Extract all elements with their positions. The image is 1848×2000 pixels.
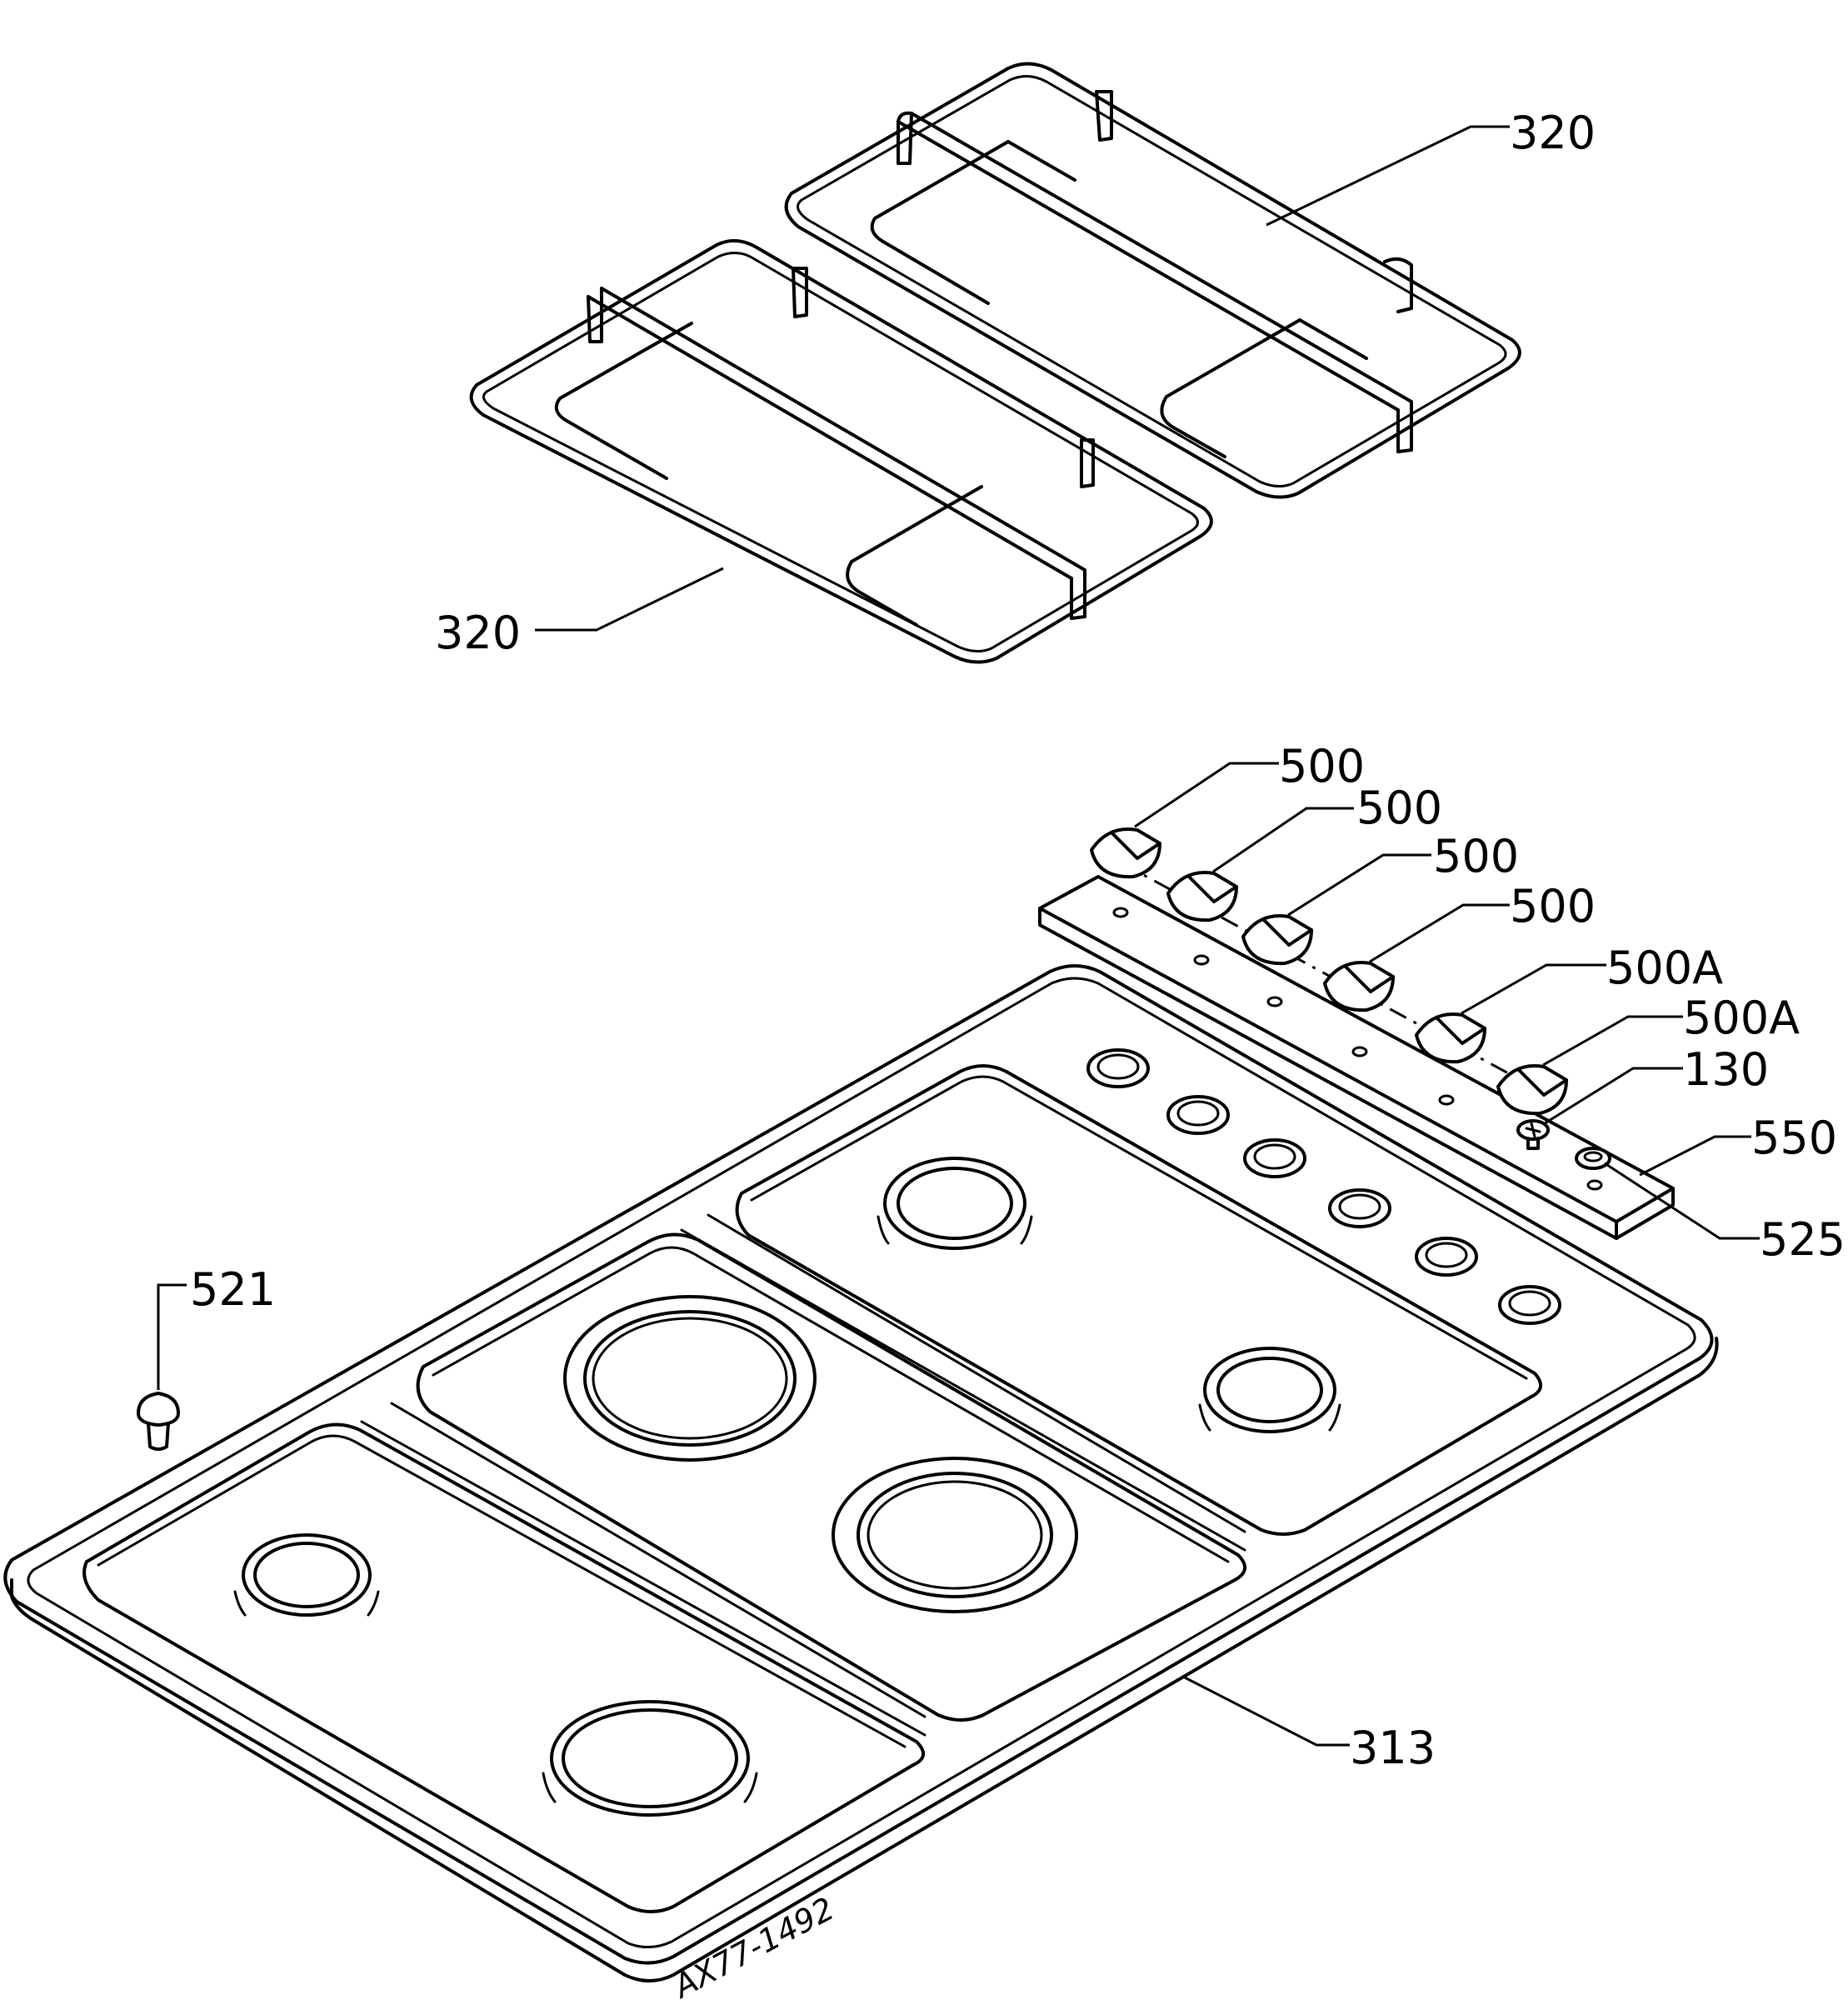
burner-centre-rear-large — [563, 1295, 817, 1462]
burner-left-rear — [233, 1533, 380, 1617]
pan-support-grid-lower — [469, 238, 1213, 664]
screw — [1516, 1119, 1550, 1150]
label-500-knob-1: 500 — [1279, 740, 1365, 792]
control-knob-1 — [1090, 828, 1161, 879]
label-500-knob-3: 500 — [1433, 830, 1519, 882]
label-500a-knob-5: 500A — [1606, 942, 1723, 994]
spark-button — [1575, 1147, 1611, 1170]
label-320-upper: 320 — [1510, 107, 1596, 159]
label-550: 550 — [1751, 1112, 1837, 1164]
label-521: 521 — [190, 1263, 276, 1316]
label-313: 313 — [1350, 1722, 1436, 1774]
leader-line-130 — [1544, 1067, 1683, 1125]
knob-leader-lines — [1134, 762, 1683, 1067]
control-knob-2 — [1166, 871, 1238, 922]
burner-right-front — [1198, 1347, 1341, 1433]
label-500-knob-2: 500 — [1356, 782, 1442, 834]
control-knob-5 — [1415, 1012, 1486, 1064]
control-knob-3 — [1241, 914, 1313, 966]
control-knob-6 — [1496, 1064, 1568, 1116]
label-500a-knob-6: 500A — [1683, 992, 1800, 1044]
knob-seats — [1086, 1048, 1561, 1325]
leader-line-320-upper — [1266, 125, 1510, 227]
pan-support-grid-upper — [784, 62, 1521, 499]
burner-left-front — [542, 1700, 758, 1817]
leader-line-550 — [1639, 1135, 1751, 1177]
burner-centre-front — [832, 1457, 1078, 1613]
label-525: 525 — [1760, 1213, 1846, 1266]
control-panel-strip — [1038, 875, 1675, 1240]
leader-line-525 — [1604, 1162, 1760, 1240]
leader-line-320-lower — [535, 567, 724, 632]
label-130: 130 — [1683, 1043, 1769, 1096]
hob-cooktop — [3, 964, 1719, 1982]
label-320-lower: 320 — [435, 607, 521, 659]
control-knob-4 — [1323, 961, 1395, 1012]
leader-line-521 — [157, 1283, 187, 1390]
rubber-foot — [137, 1392, 180, 1451]
label-500-knob-4: 500 — [1510, 880, 1596, 932]
burner-right-rear — [877, 1157, 1033, 1250]
leader-line-313 — [1182, 1675, 1350, 1747]
